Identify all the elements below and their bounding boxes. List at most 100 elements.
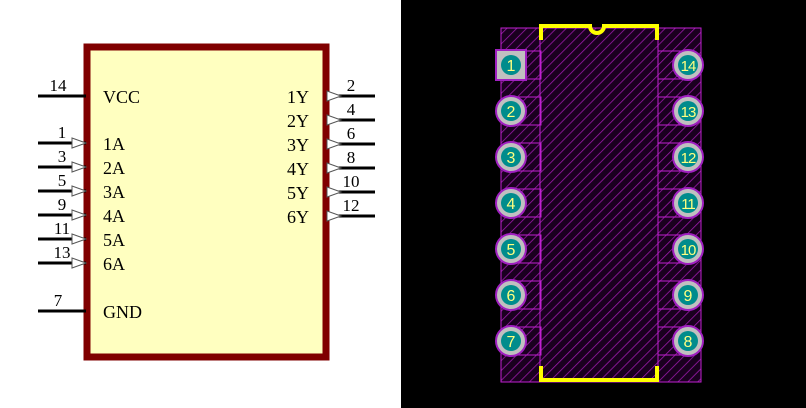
pin-number: 11	[54, 219, 70, 238]
pin-label: GND	[103, 302, 142, 322]
pin-input: 13 6A	[38, 243, 125, 274]
pad-number: 7	[507, 334, 516, 351]
input-arrow-icon	[71, 233, 88, 245]
pin-output: 6 3Y	[287, 124, 375, 155]
pad-number: 2	[507, 104, 516, 121]
pin-number: 4	[347, 100, 356, 119]
pad-hole	[678, 101, 698, 121]
pin-label: 1Y	[287, 87, 309, 107]
output-arrow-icon	[326, 138, 343, 150]
pin-label: 3A	[103, 182, 125, 202]
pin-label: VCC	[103, 87, 140, 107]
pin-input: 1 1A	[38, 123, 125, 154]
pin-label: 6A	[103, 254, 125, 274]
pin-number: 14	[50, 76, 68, 95]
output-arrow-icon	[326, 186, 343, 198]
pin-label: 5Y	[287, 183, 309, 203]
pad-hole	[678, 239, 698, 259]
pin-number: 5	[58, 171, 67, 190]
pad-hole	[678, 331, 698, 351]
silkscreen-bottom	[539, 366, 659, 382]
output-arrow-icon	[326, 114, 343, 126]
pin-output: 8 4Y	[287, 148, 375, 179]
pad-number: 1	[507, 58, 516, 75]
pin-output: 4 2Y	[287, 100, 375, 131]
pin-number: 8	[347, 148, 356, 167]
pin-number: 7	[54, 291, 63, 310]
pin-label: 6Y	[287, 207, 309, 227]
pad-number: 12	[681, 150, 696, 167]
pad-hole	[501, 101, 521, 121]
pad-number: 11	[681, 196, 695, 213]
input-arrow-icon	[71, 185, 88, 197]
pad-11: 11	[657, 187, 704, 219]
pad-hole	[678, 147, 698, 167]
pin-output: 10 5Y	[287, 172, 375, 203]
pin-number: 12	[343, 196, 360, 215]
pad-hole	[678, 285, 698, 305]
output-arrow-icon	[326, 210, 343, 222]
pad-9: 9	[657, 279, 704, 311]
pad-hole	[501, 331, 521, 351]
pin-label: 4Y	[287, 159, 309, 179]
pad-hole	[501, 55, 521, 75]
input-arrow-icon	[71, 257, 88, 269]
pad-number: 6	[507, 288, 516, 305]
pad-3: 3	[495, 141, 542, 173]
pad-hole	[501, 239, 521, 259]
pin-number: 1	[58, 123, 67, 142]
pad-number: 9	[684, 288, 693, 305]
pad-number: 13	[681, 104, 696, 121]
pad-number: 3	[507, 150, 516, 167]
input-arrow-icon	[71, 137, 88, 149]
input-arrow-icon	[71, 209, 88, 221]
pad-2: 2	[495, 95, 542, 127]
output-arrow-icon	[326, 162, 343, 174]
pad-number: 10	[681, 242, 696, 259]
silkscreen-top	[539, 24, 659, 40]
pad-number: 8	[684, 334, 693, 351]
ic-body	[83, 43, 330, 361]
pin-number: 9	[58, 195, 67, 214]
pad-number: 5	[507, 242, 516, 259]
pad-4: 4	[495, 187, 542, 219]
input-arrow-icon	[71, 161, 88, 173]
pad-12: 12	[657, 141, 704, 173]
pad-6: 6	[495, 279, 542, 311]
pin-label: 2Y	[287, 111, 309, 131]
pad-hole	[501, 147, 521, 167]
pad-hole	[501, 193, 521, 213]
pad-number: 14	[681, 58, 696, 75]
pad-1: 1	[495, 49, 542, 81]
pad-10: 10	[657, 233, 704, 265]
pad-hole	[501, 285, 521, 305]
pin-input: 9 4A	[38, 195, 125, 226]
pad-5: 5	[495, 233, 542, 265]
pin-input: 5 3A	[38, 171, 125, 202]
pin-number: 6	[347, 124, 356, 143]
pad-7: 7	[495, 325, 542, 357]
pin-number: 2	[347, 76, 356, 95]
pin-number: 10	[343, 172, 360, 191]
pin-number: 3	[58, 147, 67, 166]
pin-label: 2A	[103, 158, 125, 178]
output-arrow-icon	[326, 90, 343, 102]
pad-8: 8	[657, 325, 704, 357]
pin-output: 2 1Y	[287, 76, 375, 107]
pad-number: 4	[507, 196, 516, 213]
pin-input: 11 5A	[38, 219, 125, 250]
pin-label: 1A	[103, 134, 125, 154]
pin-label: 4A	[103, 206, 125, 226]
pin-label: 5A	[103, 230, 125, 250]
pad-14: 14	[657, 49, 704, 81]
pad-hole	[678, 193, 698, 213]
pin-output: 12 6Y	[287, 196, 375, 227]
courtyard	[500, 27, 702, 383]
pin-number: 13	[54, 243, 71, 262]
pad-13: 13	[657, 95, 704, 127]
pin-label: 3Y	[287, 135, 309, 155]
